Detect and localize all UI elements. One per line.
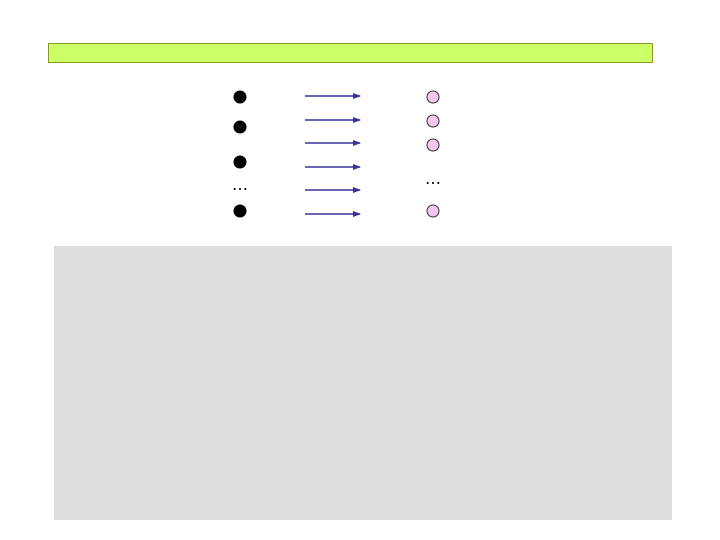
content-panel <box>54 246 672 520</box>
source-ellipsis: … <box>232 175 248 194</box>
target-dot <box>426 114 440 128</box>
target-dot <box>426 204 440 218</box>
target-ellipsis: … <box>425 169 441 188</box>
target-dot <box>426 90 440 104</box>
mapping-diagram: … … <box>232 90 441 218</box>
title-bar <box>48 43 653 63</box>
source-dot <box>233 204 247 218</box>
source-dot <box>233 155 247 169</box>
source-dot <box>233 120 247 134</box>
target-dot <box>426 138 440 152</box>
source-dot <box>233 90 247 104</box>
